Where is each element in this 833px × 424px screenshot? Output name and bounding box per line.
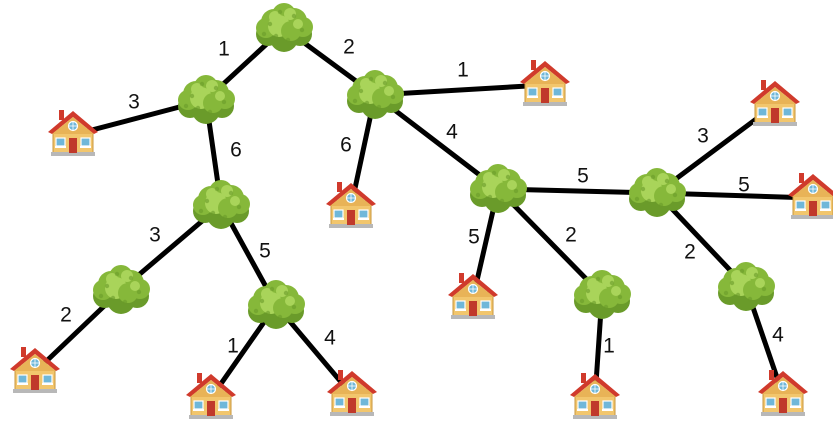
edge-weight-label: 4 — [324, 327, 336, 350]
tree-icon — [93, 265, 150, 314]
edge-weight-label: 5 — [468, 226, 480, 249]
edge-weight-label: 6 — [340, 134, 352, 157]
edge-weight-label: 1 — [227, 335, 239, 358]
house-icon — [570, 373, 620, 419]
house-icon — [327, 370, 377, 416]
edge-weight-label: 2 — [565, 224, 577, 247]
house-icon — [10, 347, 60, 393]
edge-weight-label: 1 — [457, 59, 469, 82]
edge-weight-label: 3 — [697, 125, 709, 148]
tree-icon — [629, 168, 686, 217]
edge-weight-label: 1 — [603, 335, 615, 358]
edge-weight-label: 4 — [772, 324, 784, 347]
edge-weight-label: 6 — [230, 139, 242, 162]
tree-icon — [347, 70, 404, 119]
house-icon — [326, 182, 376, 228]
edge-weight-label: 3 — [128, 91, 140, 114]
nodes-layer — [10, 3, 833, 419]
edge-weight-label: 5 — [577, 165, 589, 188]
house-icon — [186, 373, 236, 419]
edge-weight-label: 2 — [60, 304, 72, 327]
edge-weight-label: 5 — [738, 174, 750, 197]
edge-weight-label: 2 — [684, 241, 696, 264]
house-icon — [448, 273, 498, 319]
edge-weight-label: 2 — [343, 36, 355, 59]
tree-icon — [470, 164, 527, 213]
tree-icon — [178, 75, 235, 124]
house-icon — [758, 370, 808, 416]
edge-weight-label: 5 — [259, 240, 271, 263]
tree-icon — [574, 270, 631, 319]
edge-weight-label: 1 — [218, 38, 230, 61]
tree-icon — [256, 3, 313, 52]
edge-labels-layer: 1 2 3 6 1 6 4 3 5 5 5 2 3 5 2 2 1 4 1 4 — [60, 36, 784, 358]
edge-weight-label: 4 — [446, 121, 458, 144]
house-icon — [520, 60, 570, 106]
tree-icon — [193, 180, 250, 229]
house-icon — [48, 110, 98, 156]
house-icon — [750, 80, 800, 126]
tree-icon — [248, 280, 305, 329]
edges-layer — [32, 25, 816, 401]
tree-icon — [718, 262, 775, 311]
edge-weight-label: 3 — [149, 224, 161, 247]
house-icon — [788, 173, 833, 219]
